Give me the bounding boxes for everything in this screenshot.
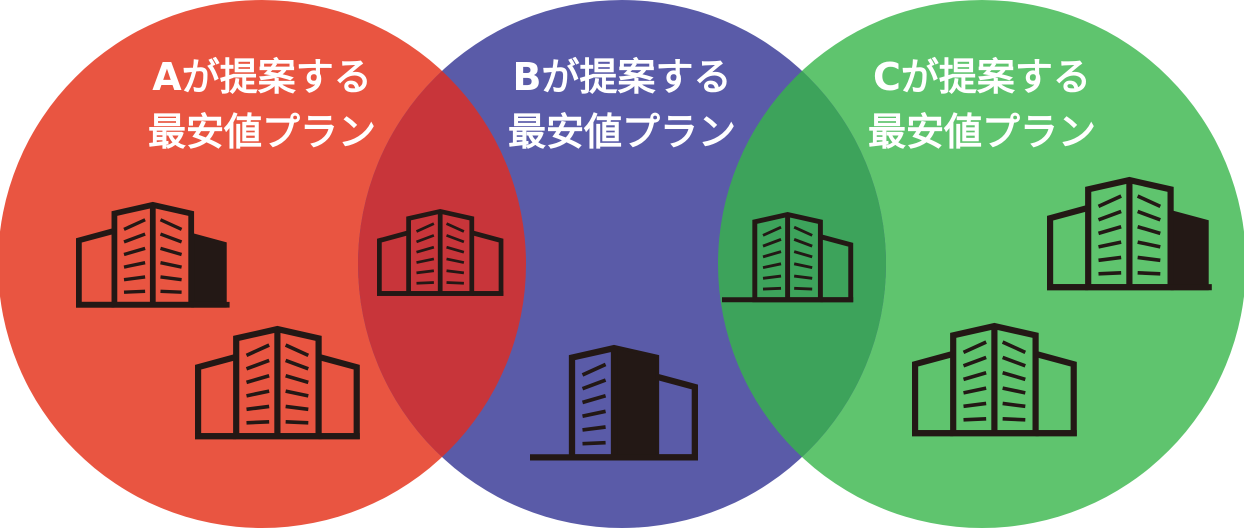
building-icon (1047, 176, 1212, 291)
label-b-line2: 最安値プラン (508, 110, 736, 154)
label-a-line2: 最安値プラン (148, 110, 376, 154)
building-icon (912, 322, 1077, 437)
label-c-line1: Cが提案する (873, 55, 1091, 99)
building-icon (377, 208, 504, 296)
building-icon (530, 344, 698, 461)
label-a-line1: Aが提案する (152, 55, 371, 99)
building-icon (722, 211, 854, 303)
label-b-line1: Bが提案する (513, 55, 732, 99)
overlap-b-c (718, 0, 886, 528)
building-icon (76, 201, 230, 308)
building-icon (195, 325, 360, 440)
overlap-a-b (358, 0, 526, 528)
label-c-line2: 最安値プラン (868, 110, 1096, 154)
buildings-layer (76, 176, 1212, 461)
